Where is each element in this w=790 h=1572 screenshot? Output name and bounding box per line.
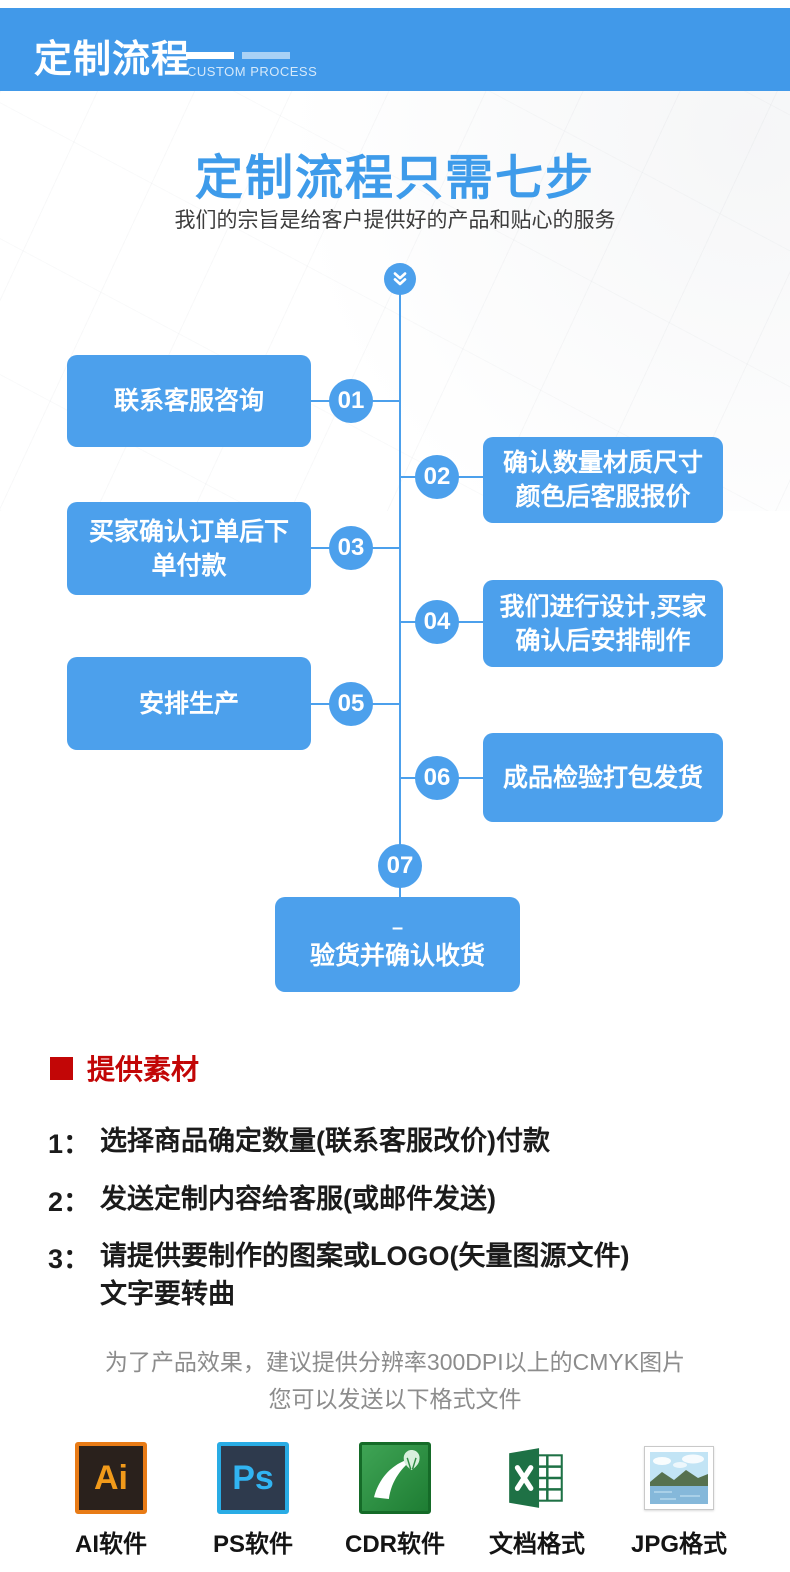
section-title: 定制流程 <box>34 39 191 81</box>
note-line-1: 为了产品效果，建议提供分辨率300DPI以上的CMYK图片 <box>104 1349 686 1375</box>
step-text: 买家确认订单后下 <box>88 517 289 546</box>
page-title: 定制流程只需七步 <box>194 152 595 205</box>
step-text: 确认数量材质尺寸 <box>502 449 703 477</box>
flow-step-box-4: 我们进行设计,买家确认后安排制作 <box>483 580 723 667</box>
item-text: 请提供要制作的图案或LOGO(矢量图源文件)文字要转曲 <box>100 1241 630 1309</box>
flow-step-box-6: 成品检验打包发货 <box>483 733 723 822</box>
format-label: PS软件 <box>212 1531 293 1558</box>
note-line-2: 您可以发送以下格式文件 <box>268 1386 522 1412</box>
file-format-row: Ai AI软件 Ps PS软件 CDR软件 <box>0 1442 790 1559</box>
flow-step-number-3: 03 <box>329 526 373 570</box>
jpg-image-icon <box>644 1446 714 1510</box>
flow-step-box-1: 联系客服咨询 <box>67 355 311 447</box>
flow-step-box-7: –验货并确认收货 <box>275 897 520 992</box>
item-text: 发送定制内容给客服(或邮件发送) <box>100 1184 496 1214</box>
flow-step-box-2: 确认数量材质尺寸颜色后客服报价 <box>483 437 723 523</box>
item-text: 选择商品确定数量(联系客服改价)付款 <box>100 1126 550 1156</box>
step-text: 我们进行设计,买家 <box>499 592 707 621</box>
header-dash-decoration <box>242 52 290 59</box>
format-label: 文档格式 <box>489 1531 585 1558</box>
step-text: 成品检验打包发货 <box>502 763 703 792</box>
format-label: JPG格式 <box>630 1531 728 1558</box>
flow-step-number-1: 01 <box>329 379 373 423</box>
format-label: AI软件 <box>75 1531 147 1558</box>
flow-vertical-line <box>399 279 401 897</box>
flow-step-number-7: 07 <box>378 844 422 888</box>
format-ai: Ai AI软件 <box>40 1442 182 1559</box>
excel-document-icon <box>509 1448 563 1508</box>
format-cdr: CDR软件 <box>324 1442 466 1559</box>
section-header-band: 定制流程 CUSTOM PROCESS <box>0 8 790 91</box>
header-dash-decoration <box>186 52 234 59</box>
materials-heading: 提供素材 <box>50 1048 199 1088</box>
flow-step-number-6: 06 <box>415 756 459 800</box>
red-square-bullet <box>50 1056 73 1080</box>
photoshop-icon: Ps <box>217 1442 289 1514</box>
item-number: 3： <box>48 1244 91 1274</box>
step-text: – <box>391 916 404 939</box>
section-subtitle-en: CUSTOM PROCESS <box>187 64 318 79</box>
format-doc: 文档格式 <box>466 1442 608 1559</box>
materials-heading-text: 提供素材 <box>87 1054 200 1085</box>
flow-step-box-3: 买家确认订单后下单付款 <box>67 502 311 595</box>
step-text: 联系客服咨询 <box>113 387 264 415</box>
flow-step-number-5: 05 <box>329 682 373 726</box>
page-subtitle: 我们的宗旨是给客户提供好的产品和贴心的服务 <box>174 209 616 232</box>
format-ps: Ps PS软件 <box>182 1442 324 1559</box>
format-label: CDR软件 <box>345 1531 445 1558</box>
flow-step-number-4: 04 <box>415 600 459 644</box>
format-jpg: JPG格式 <box>608 1442 750 1559</box>
flow-step-number-2: 02 <box>415 455 459 499</box>
item-number: 2： <box>48 1187 91 1217</box>
step-text: 安排生产 <box>138 689 239 718</box>
coreldraw-icon <box>359 1442 431 1514</box>
item-number: 1： <box>48 1129 91 1159</box>
chevron-down-icon <box>384 263 416 295</box>
flow-step-box-5: 安排生产 <box>67 657 311 750</box>
adobe-illustrator-icon: Ai <box>75 1442 147 1514</box>
